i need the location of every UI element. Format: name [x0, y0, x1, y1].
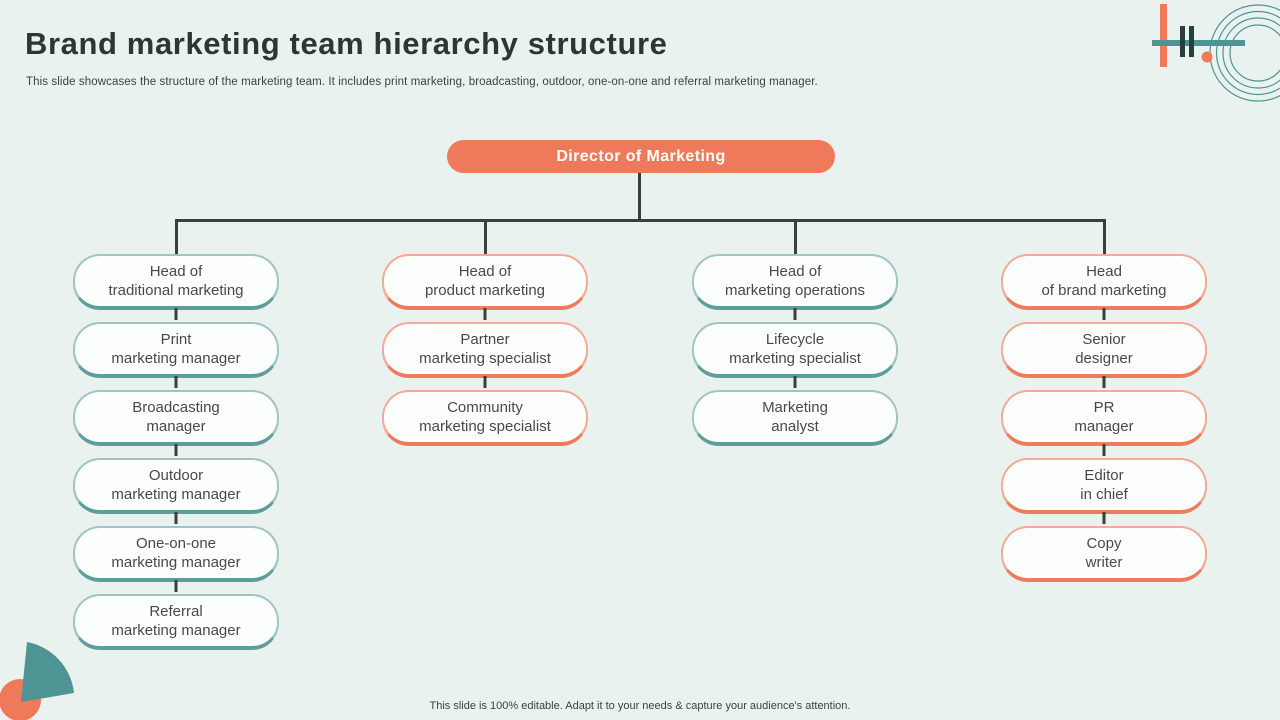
org-node: Outdoor marketing manager	[73, 458, 279, 514]
teal-wedge-icon	[21, 642, 74, 702]
org-node: Print marketing manager	[73, 322, 279, 378]
org-node: PR manager	[1001, 390, 1207, 446]
concentric-circles-icon	[1209, 4, 1280, 102]
connector-line	[638, 173, 641, 219]
org-node: Lifecycle marketing specialist	[692, 322, 898, 378]
connector-line	[794, 222, 797, 254]
footer-note: This slide is 100% editable. Adapt it to…	[429, 700, 851, 712]
org-node: Copy writer	[1001, 526, 1207, 582]
connector-line	[484, 222, 487, 254]
org-node: Marketing analyst	[692, 390, 898, 446]
org-column-brand-marketing: Head of brand marketing Senior designer …	[1001, 254, 1207, 594]
org-node: Referral marketing manager	[73, 594, 279, 650]
org-node: Head of marketing operations	[692, 254, 898, 310]
org-node: One-on-one marketing manager	[73, 526, 279, 582]
org-node: Head of traditional marketing	[73, 254, 279, 310]
dark-bar-icon	[1189, 26, 1194, 57]
org-node: Broadcasting manager	[73, 390, 279, 446]
org-column-marketing-operations: Head of marketing operations Lifecycle m…	[692, 254, 898, 458]
org-node: Editor in chief	[1001, 458, 1207, 514]
org-node: Head of product marketing	[382, 254, 588, 310]
page-title: Brand marketing team hierarchy structure	[25, 26, 668, 61]
org-node: Senior designer	[1001, 322, 1207, 378]
teal-horizontal-bar-icon	[1152, 40, 1245, 46]
circles-and-bars-decoration-icon	[1152, 4, 1280, 102]
pie-wedge-decoration-icon	[0, 642, 74, 720]
org-column-product-marketing: Head of product marketing Partner market…	[382, 254, 588, 458]
org-node: Partner marketing specialist	[382, 322, 588, 378]
org-node: Head of brand marketing	[1001, 254, 1207, 310]
slide-subtitle: This slide showcases the structure of th…	[26, 76, 818, 88]
coral-vertical-bar-icon	[1160, 4, 1167, 67]
director-node: Director of Marketing	[447, 140, 835, 173]
coral-dot-icon	[1201, 51, 1213, 63]
connector-line	[1103, 222, 1106, 254]
connector-line	[175, 219, 1106, 222]
connector-line	[175, 222, 178, 254]
org-node: Community marketing specialist	[382, 390, 588, 446]
org-column-traditional-marketing: Head of traditional marketing Print mark…	[73, 254, 279, 662]
dark-bar-icon	[1180, 26, 1185, 57]
